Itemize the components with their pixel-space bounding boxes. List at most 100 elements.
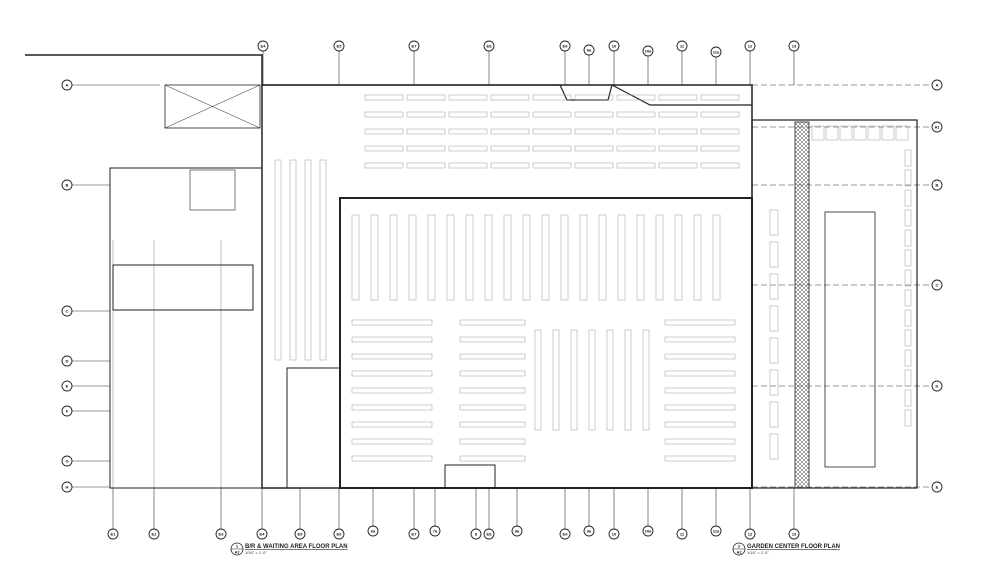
shelf [364, 111, 404, 118]
grid-bubble-top: 11 [676, 40, 688, 52]
grid-label: A [66, 83, 69, 88]
grid-label: 13 [792, 44, 797, 49]
grid-bubble-bottom: E3 [215, 528, 227, 540]
grid-label: 8 [475, 532, 478, 537]
rack [904, 309, 912, 327]
shelf [700, 111, 740, 118]
shelf [570, 329, 578, 431]
shelf [446, 214, 455, 301]
rack [839, 125, 853, 141]
title-sheet: A2 [234, 550, 240, 555]
grid-bubble-top: E5 [333, 40, 345, 52]
grid-bubble-bottom: E1 [107, 528, 119, 540]
rack [769, 241, 779, 268]
shelf [712, 214, 721, 301]
grid-bubble-bottom: 10a [642, 525, 654, 537]
shelf [664, 455, 736, 462]
grid-bubble-right: C [931, 279, 943, 291]
shelf [616, 145, 656, 152]
shelf [406, 128, 446, 135]
grid-bubble-top: 11a [710, 46, 722, 58]
shelf [574, 111, 614, 118]
shelf [655, 214, 664, 301]
shelf [664, 387, 736, 394]
shelf [351, 421, 433, 428]
grid-label: 11a [713, 50, 720, 55]
shelf [351, 438, 433, 445]
shelf [503, 214, 512, 301]
rack [904, 149, 912, 167]
grid-label: E6 [337, 532, 343, 537]
grid-bubble-bottom: E6 [333, 528, 345, 540]
grid-label: 11a [713, 529, 720, 534]
grid-label: 11 [680, 44, 685, 49]
shelf [459, 387, 526, 394]
shelf [658, 94, 698, 101]
title-label: B/R & WAITING AREA FLOOR PLAN [245, 544, 348, 550]
grid-label: E4 [260, 532, 266, 537]
shelf [532, 128, 572, 135]
shelf [541, 214, 550, 301]
shelf [289, 159, 297, 361]
shelf [364, 162, 404, 169]
grid-label: 10a [645, 49, 652, 54]
shelf [658, 162, 698, 169]
grid-label: E7 [412, 44, 418, 49]
shelf [459, 455, 526, 462]
shelf [459, 336, 526, 343]
shelf [532, 94, 572, 101]
shelf [351, 319, 433, 326]
title-number: 1 [236, 544, 239, 549]
shelf [700, 145, 740, 152]
grid-label: D [936, 384, 939, 389]
grid-bubble-bottom: 12 [744, 528, 756, 540]
grid-label: E4 [261, 44, 267, 49]
rack [769, 369, 779, 396]
shelf [532, 145, 572, 152]
grid-bubble-top: 13 [788, 40, 800, 52]
grid-label: B [936, 183, 939, 188]
grid-bubble-top: E7 [408, 40, 420, 52]
grid-bubble-top: E4 [257, 40, 269, 52]
grid-label: 6a [371, 529, 376, 534]
title-label: GARDEN CENTER FLOOR PLAN [747, 544, 840, 550]
shelf [448, 94, 488, 101]
shelf [700, 162, 740, 169]
grid-bubble-bottom: E4 [256, 528, 268, 540]
shelf [616, 94, 656, 101]
title-scale: 1/16" = 1'-0" [245, 550, 267, 555]
shelf [351, 336, 433, 343]
shelf [408, 214, 417, 301]
shelf [490, 128, 530, 135]
shelf [427, 214, 436, 301]
grid-bubble-bottom: 9a [583, 525, 595, 537]
grid-bubble-left: B [61, 179, 73, 191]
grid-bubble-right: D [931, 380, 943, 392]
shelf [319, 159, 327, 361]
shelf [574, 162, 614, 169]
rack [904, 209, 912, 227]
grid-label: C [936, 283, 939, 288]
grid-label: E9 [563, 532, 569, 537]
shelf [574, 128, 614, 135]
title-garden-center: 2 A2 GARDEN CENTER FLOOR PLAN 1/16" = 1'… [732, 542, 840, 556]
shelf [364, 128, 404, 135]
grid-bubble-bottom: 10 [608, 528, 620, 540]
grid-label: 8a [515, 529, 520, 534]
grid-label: 13 [792, 532, 797, 537]
grid-label: E8 [487, 44, 493, 49]
title-scale: 1/16" = 1'-0" [747, 550, 769, 555]
shelf [522, 214, 531, 301]
shelf [532, 162, 572, 169]
shelf [664, 370, 736, 377]
rack [904, 289, 912, 307]
grid-label: 10 [612, 44, 617, 49]
shelf [304, 159, 312, 361]
grid-bubble-left: A [61, 79, 73, 91]
shelf [490, 162, 530, 169]
shelf [406, 111, 446, 118]
grid-label: H [66, 485, 69, 490]
title-number: 2 [738, 544, 741, 549]
rack [825, 125, 839, 141]
